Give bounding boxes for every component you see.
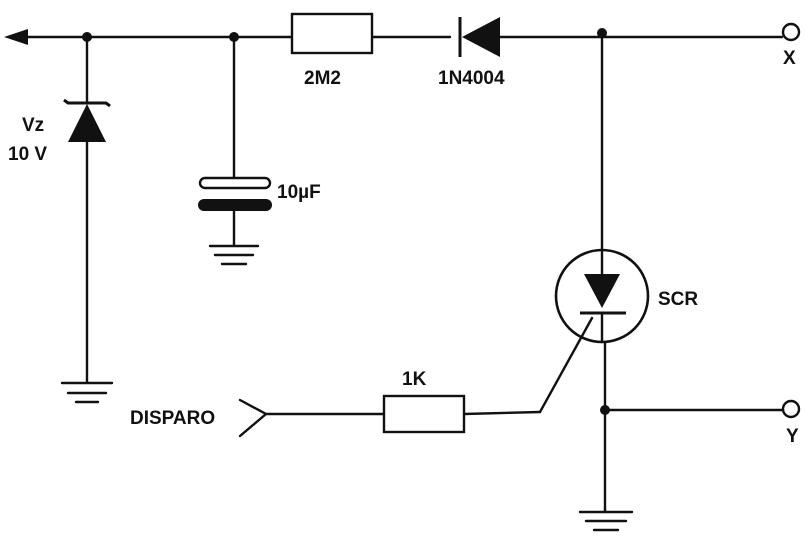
- terminal-x-connector: [781, 22, 801, 42]
- terminal-y-connector: [781, 399, 801, 419]
- scr-label: SCR: [658, 289, 698, 310]
- diode-1n4004: [458, 17, 500, 57]
- zener-name-label: Vz: [22, 115, 44, 136]
- gate-wiring: [264, 410, 542, 416]
- terminal-y-label: Y: [786, 426, 799, 447]
- ground-symbol-scr: [578, 510, 634, 532]
- resistor-2m2-label: 2M2: [304, 68, 341, 89]
- capacitor-label: 10µF: [277, 182, 321, 203]
- capacitor: [198, 35, 272, 247]
- zener-diode: [63, 35, 111, 384]
- resistor-1k-label: 1K: [402, 369, 427, 390]
- output-arrow-icon: [4, 29, 28, 45]
- resistor-1k: [382, 394, 466, 434]
- scr-thyristor: [538, 248, 650, 414]
- ground-symbol-zener: [60, 381, 114, 404]
- scr-wiring: [600, 31, 785, 514]
- zener-value-label: 10 V: [8, 144, 47, 165]
- ground-symbol-capacitor: [208, 244, 260, 266]
- trigger-input-label: DISPARO: [130, 408, 215, 429]
- terminal-x-label: X: [783, 48, 796, 69]
- resistor-2m2: [290, 12, 374, 55]
- trigger-input-icon: [238, 398, 269, 438]
- diode-label: 1N4004: [438, 68, 505, 89]
